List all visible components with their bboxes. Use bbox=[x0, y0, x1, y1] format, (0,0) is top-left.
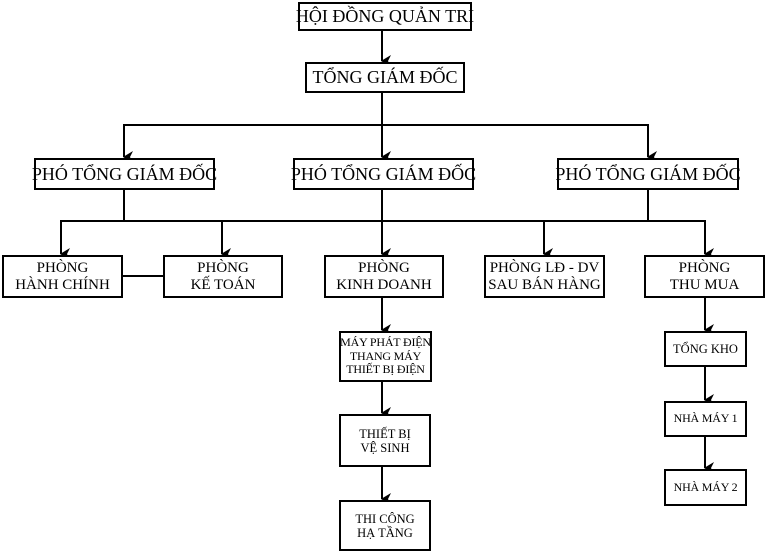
node-label-line-2: KINH DOANH bbox=[336, 276, 432, 293]
node-label-line-2: THANG MÁY bbox=[349, 348, 422, 363]
node-label: NHÀ MÁY 2 bbox=[673, 479, 738, 494]
node-thi-cong-ha-tang: THI CÔNG HẠ TẦNG bbox=[339, 500, 431, 551]
node-label: NHÀ MÁY 1 bbox=[673, 411, 738, 426]
node-label-line-1: PHÒNG bbox=[197, 259, 249, 276]
node-label-line-1: PHÒNG bbox=[358, 259, 410, 276]
node-label: PHÓ TỔNG GIÁM ĐỐC bbox=[290, 163, 477, 184]
node-label: HỘI ĐỒNG QUẢN TRỊ bbox=[295, 6, 475, 27]
node-phong-kinh-doanh: PHÒNG KINH DOANH bbox=[324, 255, 444, 298]
node-phong-hanh-chinh: PHÒNG HÀNH CHÍNH bbox=[2, 255, 123, 298]
node-nha-may-1: NHÀ MÁY 1 bbox=[664, 401, 747, 437]
node-label-line-1: THI CÔNG bbox=[355, 511, 415, 526]
node-label-line-2: SAU BÁN HÀNG bbox=[488, 276, 601, 293]
node-label-line-2: HÀNH CHÍNH bbox=[15, 276, 110, 293]
node-phong-ke-toan: PHÒNG KẾ TOÁN bbox=[163, 255, 283, 298]
node-label-line-3: THIẾT BỊ ĐIỆN bbox=[346, 362, 425, 377]
node-pho-tong-giam-doc-2: PHÓ TỔNG GIÁM ĐỐC bbox=[290, 158, 477, 190]
node-thiet-bi-ve-sinh: THIẾT BỊ VỆ SINH bbox=[339, 414, 431, 467]
node-hoi-dong-quan-tri: HỘI ĐỒNG QUẢN TRỊ bbox=[295, 2, 475, 31]
node-label-line-1: THIẾT BỊ bbox=[359, 426, 411, 441]
node-label: PHÓ TỔNG GIÁM ĐỐC bbox=[555, 163, 741, 184]
node-label: TỔNG KHO bbox=[673, 342, 738, 356]
node-label-line-1: MÁY PHÁT ĐIỆN bbox=[340, 335, 431, 350]
node-label-line-2: VỆ SINH bbox=[360, 440, 410, 455]
node-nha-may-2: NHÀ MÁY 2 bbox=[664, 469, 747, 506]
node-pho-tong-giam-doc-3: PHÓ TỔNG GIÁM ĐỐC bbox=[555, 158, 741, 190]
node-pho-tong-giam-doc-1: PHÓ TỔNG GIÁM ĐỐC bbox=[31, 158, 218, 190]
node-tong-giam-doc: TỔNG GIÁM ĐỐC bbox=[305, 62, 465, 93]
node-may-phat-dien: MÁY PHÁT ĐIỆN THANG MÁY THIẾT BỊ ĐIỆN bbox=[339, 331, 432, 382]
node-label-line-2: HẠ TẦNG bbox=[357, 525, 413, 540]
node-tong-kho: TỔNG KHO bbox=[664, 331, 747, 367]
node-label-line-1: PHÒNG bbox=[36, 259, 89, 276]
node-label-line-1: PHÒNG LĐ - DV bbox=[489, 259, 600, 276]
node-phong-ld-dv-sau-ban-hang: PHÒNG LĐ - DV SAU BÁN HÀNG bbox=[484, 255, 605, 298]
node-phong-thu-mua: PHÒNG THU MUA bbox=[644, 255, 765, 298]
node-label-line-2: KẾ TOÁN bbox=[190, 276, 256, 293]
node-label-line-1: PHÒNG bbox=[678, 259, 731, 276]
node-label: PHÓ TỔNG GIÁM ĐỐC bbox=[31, 163, 218, 184]
node-label-line-2: THU MUA bbox=[669, 276, 740, 293]
node-label: TỔNG GIÁM ĐỐC bbox=[312, 67, 458, 88]
